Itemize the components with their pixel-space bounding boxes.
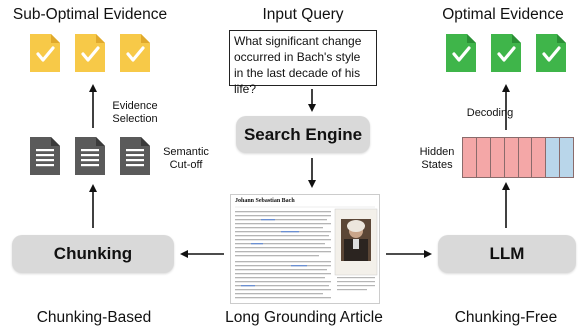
evidence-selection-label: Evidence Selection	[112, 100, 158, 125]
document-lines-icon	[75, 137, 105, 175]
chunking-label: Chunking	[53, 244, 133, 263]
hidden-states-bar	[462, 137, 574, 178]
query-text: What significant change occurred in Bach…	[234, 34, 362, 96]
chunking-box: Chunking	[12, 235, 174, 273]
chunking-free-label: Chunking-Free	[454, 309, 558, 326]
long-grounding-label: Long Grounding Article	[225, 309, 383, 326]
article-title: Johann Sebastian Bach	[235, 198, 295, 204]
chunking-based-label: Chunking-Based	[36, 309, 152, 326]
document-check-icon	[536, 34, 566, 72]
input-query-title: Input Query	[262, 6, 344, 23]
document-check-icon	[30, 34, 60, 72]
search-engine-box: Search Engine	[236, 116, 370, 153]
document-check-icon	[491, 34, 521, 72]
llm-box: LLM	[438, 235, 576, 273]
document-lines-icon	[120, 137, 150, 175]
semantic-cutoff-label: Semantic Cut-off	[163, 146, 209, 171]
article-text-lines	[235, 206, 378, 299]
optimal-title: Optimal Evidence	[442, 6, 564, 23]
document-check-icon	[75, 34, 105, 72]
search-engine-label: Search Engine	[243, 124, 363, 144]
decoding-label: Decoding	[466, 107, 514, 119]
document-check-icon	[446, 34, 476, 72]
hidden-states-label: Hidden States	[419, 146, 455, 171]
article-thumbnail: Johann Sebastian Bach	[230, 194, 380, 304]
document-lines-icon	[30, 137, 60, 175]
llm-label: LLM	[489, 244, 525, 263]
query-box: What significant change occurred in Bach…	[229, 30, 377, 96]
document-check-icon	[120, 34, 150, 72]
sub-optimal-title: Sub-Optimal Evidence	[12, 6, 168, 23]
